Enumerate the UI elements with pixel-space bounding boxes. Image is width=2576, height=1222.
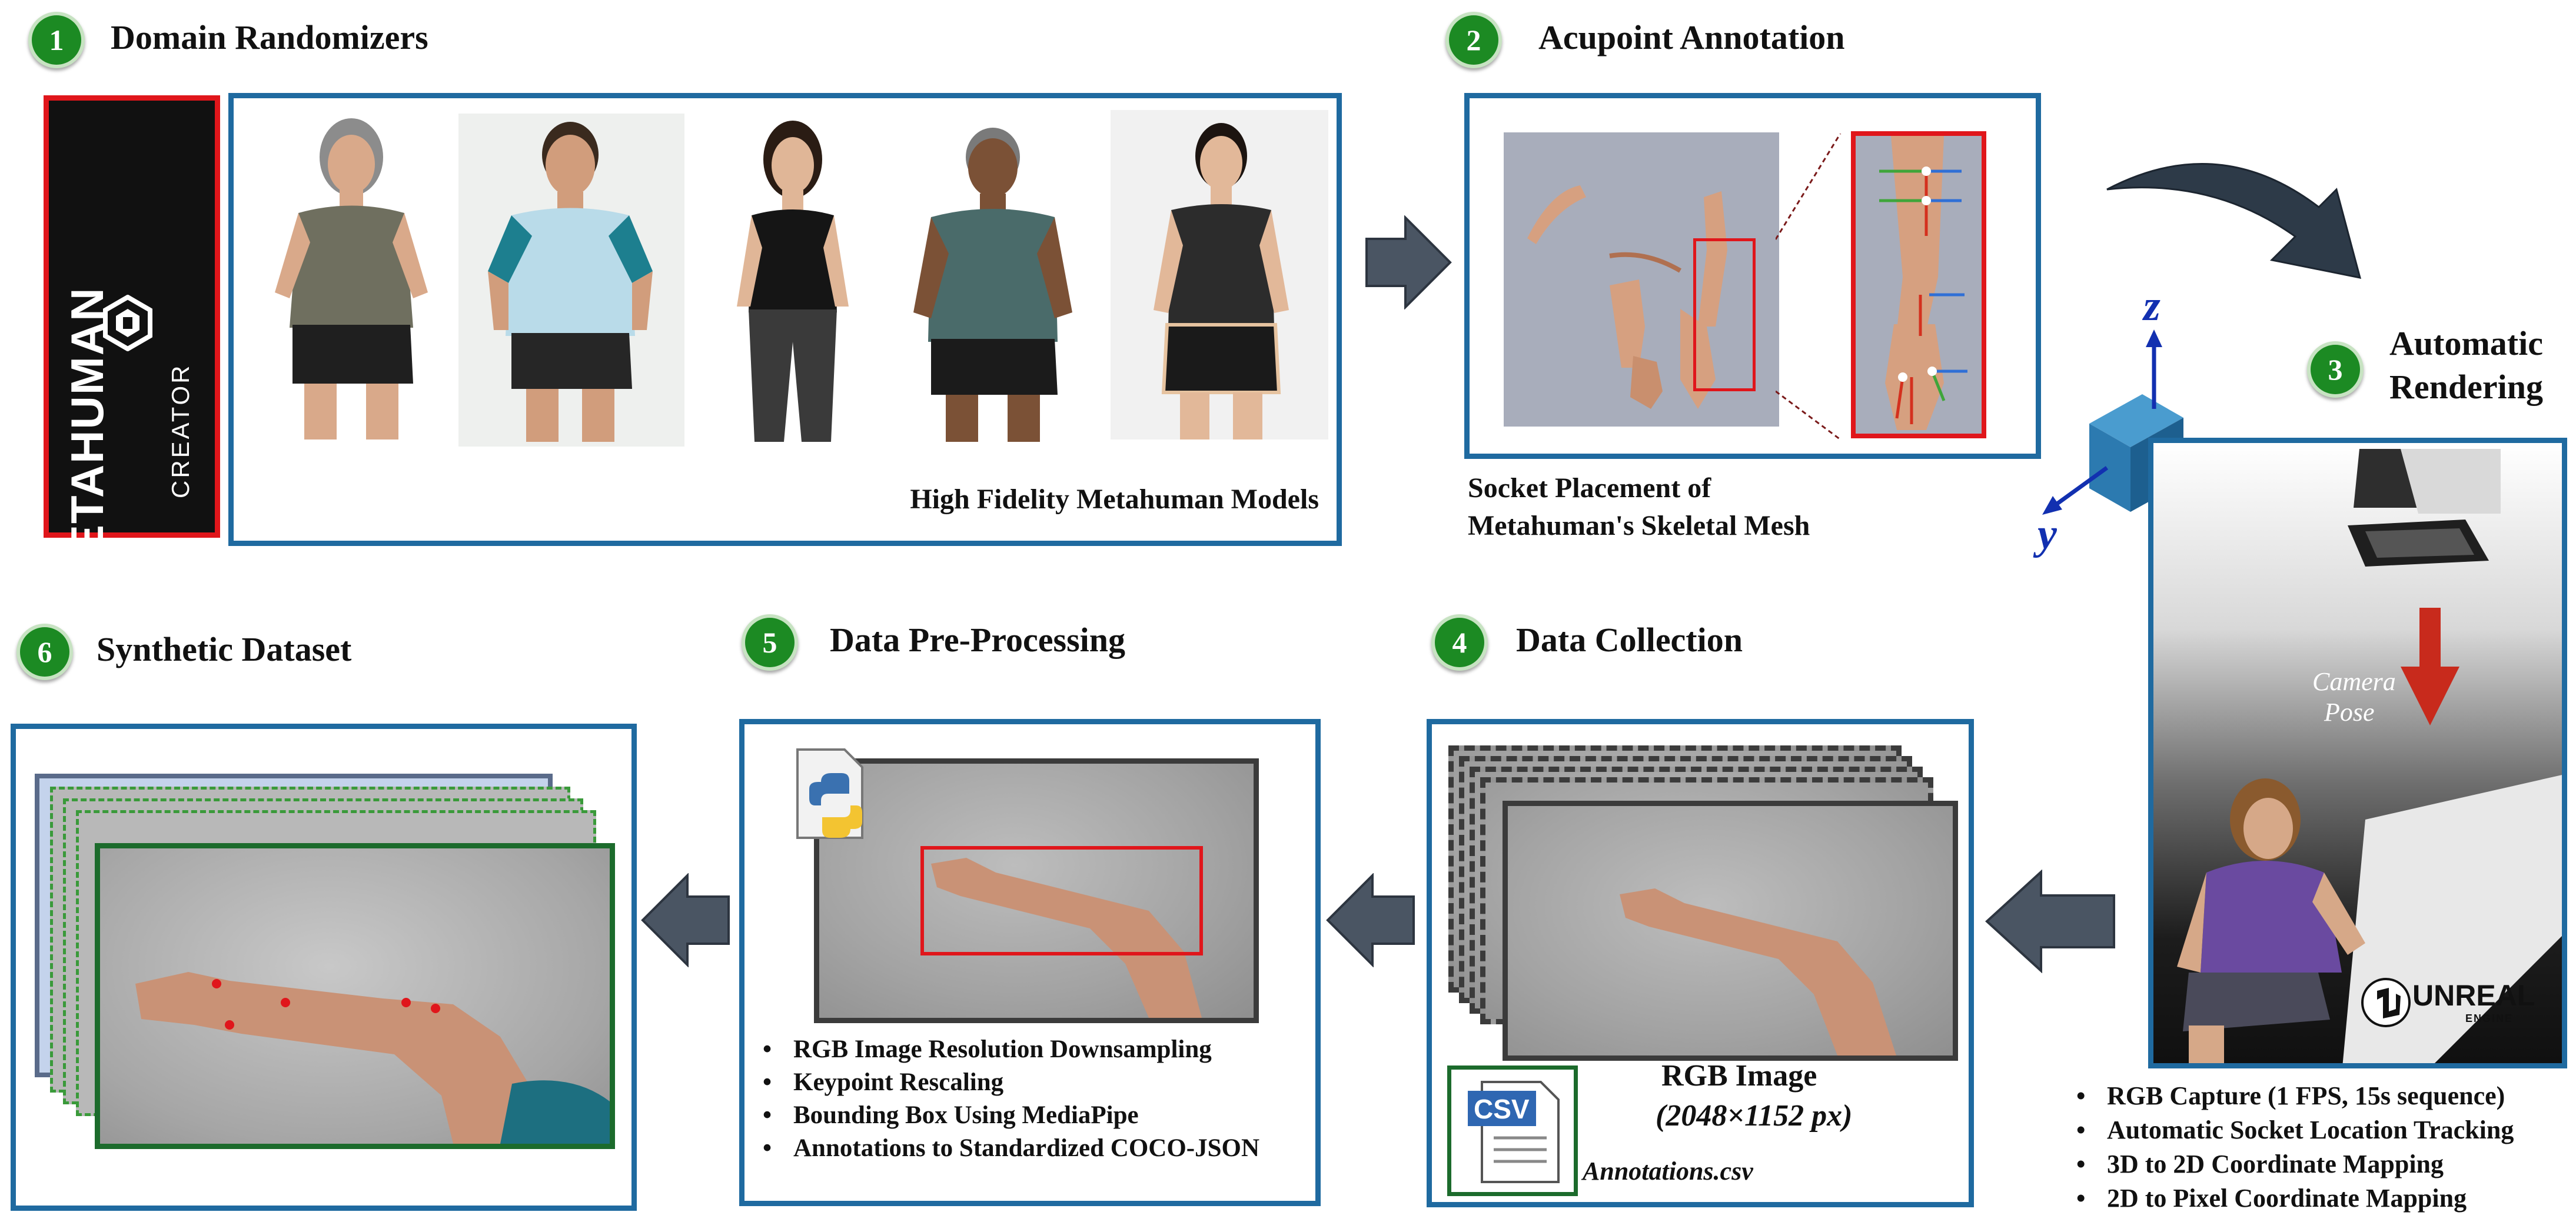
socket-gizmos bbox=[1879, 136, 1967, 430]
dataset-image-frame bbox=[95, 843, 615, 1149]
axis-z-label: z bbox=[2143, 282, 2160, 330]
csv-file-icon bbox=[1468, 1081, 1560, 1183]
camera-pose-label-1: Camera bbox=[2312, 667, 2396, 696]
metahuman-logo: METAHUMAN CREATOR bbox=[44, 95, 220, 595]
rgb-image-size: (2048×1152 px) bbox=[1656, 1099, 1853, 1133]
rendering-bullet: Automatic Socket Location Tracking bbox=[2076, 1113, 2514, 1147]
step-3-title-line-2: Rendering bbox=[2389, 368, 2543, 406]
arrow-left-icon bbox=[1326, 873, 1415, 967]
step-2-badge: 2 bbox=[1445, 12, 1502, 68]
arrow-right-icon bbox=[1365, 215, 1452, 309]
preprocessed-image-frame bbox=[814, 758, 1259, 1023]
zoom-connector-lines bbox=[1776, 134, 1842, 439]
acupoint-annotation-panel bbox=[1464, 93, 2041, 459]
region-highlight-box bbox=[1693, 238, 1756, 391]
rgb-arm bbox=[1620, 888, 1896, 1055]
model-3-figure bbox=[737, 121, 849, 442]
unreal-engine-logo-text: UNREAL bbox=[2412, 979, 2535, 1012]
axis-y-label: y bbox=[2037, 510, 2057, 558]
step-1-badge: 1 bbox=[28, 12, 85, 68]
preprocessing-bullet: RGB Image Resolution Downsampling bbox=[763, 1033, 1259, 1066]
preprocessed-arm bbox=[931, 858, 1202, 1018]
rendering-bullet-list: RGB Capture (1 FPS, 15s sequence) Automa… bbox=[2076, 1079, 2514, 1216]
metahuman-models-caption: High Fidelity Metahuman Models bbox=[910, 484, 1319, 515]
model-1-figure bbox=[275, 118, 428, 439]
rendering-bullet: RGB Capture (1 FPS, 15s sequence) bbox=[2076, 1079, 2514, 1113]
preprocessing-bullet: Annotations to Standardized COCO-JSON bbox=[763, 1132, 1259, 1165]
model-2-figure bbox=[488, 122, 653, 442]
curved-arrow-icon bbox=[2106, 163, 2362, 279]
camera-pose-label-2: Pose bbox=[2324, 698, 2375, 727]
annotations-csv-filename: Annotations.csv bbox=[1583, 1157, 1753, 1186]
annotation-caption-line-1: Socket Placement of bbox=[1468, 472, 1711, 504]
automatic-rendering-panel: Camera Pose UNREAL ENGINE bbox=[2148, 438, 2567, 1068]
preprocessing-bullet-list: RGB Image Resolution Downsampling Keypoi… bbox=[763, 1033, 1259, 1165]
metahuman-logo-subtext: CREATOR bbox=[167, 363, 194, 498]
csv-icon-text: CSV bbox=[1474, 1094, 1530, 1124]
dataset-arm bbox=[135, 972, 610, 1144]
rgb-image-label: RGB Image bbox=[1661, 1059, 1817, 1093]
model-4-figure bbox=[913, 128, 1072, 442]
csv-icon-frame: CSV bbox=[1447, 1065, 1578, 1196]
unreal-engine-logo-subtext: ENGINE bbox=[2465, 1013, 2514, 1024]
unreal-engine-logo-icon bbox=[2361, 978, 2411, 1027]
arrow-left-icon bbox=[1985, 870, 2115, 973]
skeletal-mesh-parts bbox=[1527, 185, 1727, 409]
step-5-title: Data Pre-Processing bbox=[830, 621, 1126, 659]
step-6-title: Synthetic Dataset bbox=[97, 630, 352, 668]
rendered-person bbox=[2177, 778, 2365, 1063]
preprocessing-bullet: Keypoint Rescaling bbox=[763, 1066, 1259, 1099]
step-5-badge: 5 bbox=[742, 614, 798, 671]
annotation-caption-line-2: Metahuman's Skeletal Mesh bbox=[1468, 510, 1810, 541]
rendering-bullet: 3D to 2D Coordinate Mapping bbox=[2076, 1147, 2514, 1181]
bounding-box bbox=[920, 846, 1203, 955]
model-5-figure bbox=[1154, 123, 1289, 439]
zoomed-arm-view bbox=[1851, 131, 1986, 438]
python-file-icon bbox=[796, 748, 863, 839]
step-4-title: Data Collection bbox=[1516, 621, 1743, 659]
camera-icon bbox=[2348, 449, 2501, 567]
metahuman-logo-icon bbox=[103, 295, 152, 351]
step-3-badge: 3 bbox=[2307, 341, 2364, 398]
metahuman-logo-text: METAHUMAN bbox=[61, 287, 113, 595]
metahuman-models-panel: High Fidelity Metahuman Models bbox=[228, 93, 1342, 546]
step-3-title-line-1: Automatic bbox=[2389, 324, 2543, 362]
data-collection-panel: RGB Image (2048×1152 px) CSV Annotations… bbox=[1427, 719, 1974, 1207]
arrow-left-icon bbox=[641, 873, 730, 967]
rgb-image-frame bbox=[1503, 801, 1958, 1061]
step-4-badge: 4 bbox=[1431, 614, 1488, 671]
step-2-title: Acupoint Annotation bbox=[1538, 18, 1845, 56]
camera-pose-arrow-icon bbox=[2401, 608, 2459, 725]
step-1-title: Domain Randomizers bbox=[111, 18, 428, 56]
rendering-bullet: 2D to Pixel Coordinate Mapping bbox=[2076, 1181, 2514, 1216]
step-6-badge: 6 bbox=[16, 624, 73, 680]
synthetic-dataset-panel bbox=[11, 724, 637, 1211]
editor-viewport bbox=[1504, 132, 1779, 427]
preprocessing-bullet: Bounding Box Using MediaPipe bbox=[763, 1099, 1259, 1132]
